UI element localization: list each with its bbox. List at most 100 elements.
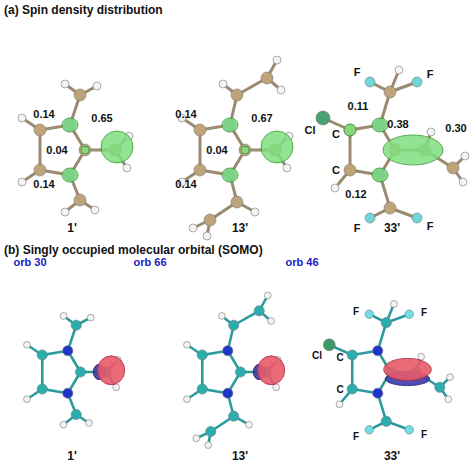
spin-density-isosurface [62,168,78,182]
atom [229,411,239,421]
atom [205,442,212,449]
atom [405,310,414,319]
atom [246,421,253,428]
atom-label: C [332,129,340,140]
atom [184,341,191,348]
atom [381,318,391,328]
atom [347,350,357,360]
molecule [18,80,133,216]
atom [344,164,356,176]
atom [381,416,391,426]
atom [61,80,69,88]
atom [283,164,291,172]
spin-value: 0.14 [33,179,54,190]
spin-density-isosurface [241,146,249,154]
atom [254,306,264,316]
panel-heading: (b) Singly occupied molecular orbital (S… [4,244,263,256]
orbital-lobe-positive [258,356,285,385]
atom [447,162,459,174]
atom [373,388,383,398]
spin-value: 0.30 [445,123,466,134]
atom [223,346,233,356]
spin-density-isosurface [62,118,78,132]
atom [24,341,31,348]
atom [273,56,281,64]
atom [445,396,452,403]
atom [34,124,46,136]
spin-value: 0.14 [175,109,196,120]
atom [189,224,197,232]
atom [235,367,245,377]
atom [206,426,216,436]
atom [86,420,93,427]
spin-value: 0.67 [251,113,272,124]
atom [194,124,206,136]
atom [344,124,356,136]
atom-label: Cl [312,351,322,361]
spin-density-isosurface [261,131,293,163]
atom [61,208,69,216]
atom [197,384,207,394]
atom-label: F [354,223,361,234]
atom [229,320,239,330]
atom-label: C [332,165,340,176]
atom [231,196,243,208]
orbital-lobe-positive [98,356,125,385]
atom [447,374,454,381]
atom [197,350,207,360]
orbital-number: orb 46 [285,257,318,268]
atom [331,184,339,192]
atom [60,313,67,320]
atom [459,178,467,186]
spin-density-isosurface [372,168,388,182]
atom [91,206,99,214]
atom [18,178,26,186]
atom [34,164,46,176]
spin-value: 0.65 [91,113,112,124]
atom-label: F [427,69,434,80]
atom [18,114,26,122]
molecule-number: 13' [232,222,248,234]
atom [87,314,94,321]
atom-label: C [336,353,343,363]
spin-density-isosurface [222,168,238,182]
orbital-lobe-positive [384,358,432,380]
atom [60,421,67,428]
atom [412,213,422,223]
atom-label: F [421,308,427,318]
atom [316,111,330,125]
spin-density-isosurface [81,146,89,154]
atom [347,384,357,394]
spin-density-isosurface [344,124,356,136]
atom [277,86,285,94]
atom [193,435,200,442]
atom [268,318,275,325]
atom [37,350,47,360]
molecule [24,313,125,429]
atom [461,152,469,160]
atom [223,388,233,398]
atom-label: F [353,307,359,317]
spin-value: 0.12 [345,189,366,200]
atom [427,128,435,136]
molecule [316,66,469,223]
atom [384,202,396,214]
atom [231,89,243,101]
atom [365,426,374,435]
atom [323,339,335,351]
molecule [178,56,293,240]
atom [395,66,403,74]
atom-label: F [353,432,359,442]
spin-value: 0.14 [175,179,196,190]
molecule-number: 1' [67,222,77,234]
atom [239,144,251,156]
atom [71,409,81,419]
atom [365,310,374,319]
spin-density-isosurface [372,118,388,132]
atom [63,388,73,398]
atom [79,144,91,156]
spin-density-isosurface [101,131,133,163]
spin-value: 0.38 [387,119,408,130]
